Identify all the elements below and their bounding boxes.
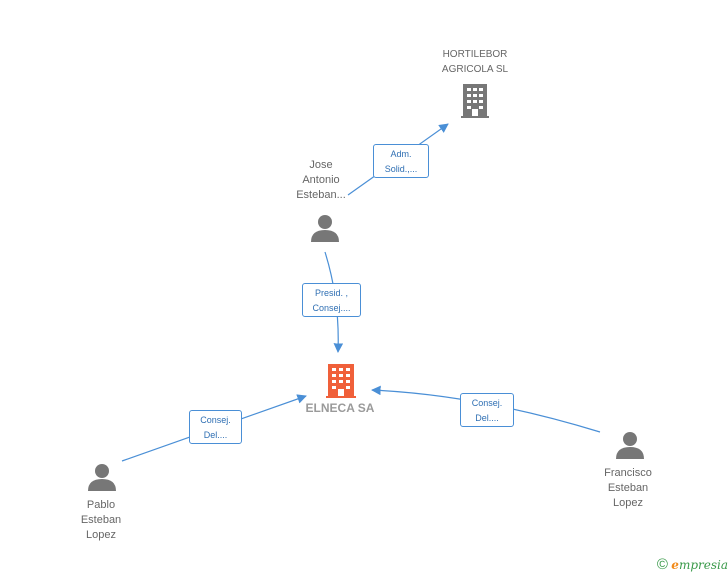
node-label-line: ELNECA SA: [305, 401, 375, 415]
node-label-line: Esteban...: [296, 189, 346, 201]
edge-label-jose-hortilebor[interactable]: Adm. Solid.,...: [373, 144, 429, 178]
edge-label-line: Presid. ,: [314, 288, 348, 298]
building-icon: [461, 84, 489, 118]
edge-label-line: Consej....: [312, 303, 351, 313]
node-label-line: Lopez: [613, 497, 643, 509]
node-label-line: Esteban: [80, 514, 122, 526]
edge-label-pablo-center[interactable]: Consej. Del....: [189, 410, 242, 444]
edge-label-francisco-center[interactable]: Consej. Del....: [460, 393, 514, 427]
node-label-hortilebor[interactable]: HORTILEBOR AGRICOLA SL: [430, 47, 520, 77]
edge-label-jose-center[interactable]: Presid. , Consej....: [302, 283, 361, 317]
empresia-logo: © empresia: [657, 556, 728, 573]
edge-label-line: Del....: [203, 430, 228, 440]
node-label-elneca[interactable]: ELNECA SA: [295, 401, 385, 416]
node-label-line: Antonio: [302, 174, 340, 186]
edge-label-line: Solid.,...: [384, 164, 418, 174]
node-label-line: Pablo: [86, 499, 116, 511]
node-label-line: Francisco: [604, 467, 652, 479]
edge-label-line: Adm.: [390, 149, 412, 159]
node-label-line: Jose: [309, 159, 333, 171]
company-building-icon: [326, 364, 356, 398]
node-label-francisco[interactable]: Francisco Esteban Lopez: [590, 466, 666, 511]
node-label-line: HORTILEBOR: [442, 49, 508, 60]
node-label-line: AGRICOLA SL: [441, 64, 509, 75]
edge-label-line: Del....: [475, 413, 499, 423]
node-label-jose[interactable]: Jose Antonio Esteban...: [285, 158, 357, 203]
node-label-pablo[interactable]: Pablo Esteban Lopez: [66, 498, 136, 543]
node-label-line: Lopez: [86, 529, 116, 541]
edge-label-line: Consej.: [200, 415, 231, 425]
person-icon-jose: [311, 215, 339, 242]
person-icon-francisco: [616, 432, 644, 459]
copyright-symbol: ©: [656, 556, 668, 573]
brand-name: empresia: [671, 558, 728, 572]
node-label-line: Esteban: [607, 482, 649, 494]
person-icon-pablo: [88, 464, 116, 491]
edge-label-line: Consej.: [471, 398, 503, 408]
